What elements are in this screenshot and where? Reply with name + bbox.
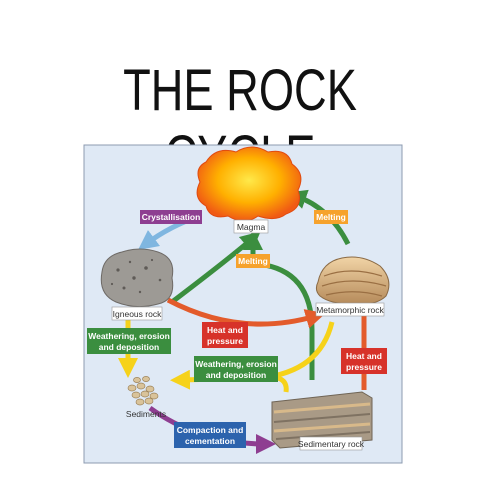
crystallisation-label: Crystallisation — [142, 212, 201, 222]
crystallisation-box — [140, 210, 202, 224]
sedimentary-label: Sedimentary rock — [298, 439, 365, 449]
sedimentary-label-box — [299, 436, 363, 451]
weathering-center-label-2: and deposition — [206, 370, 266, 380]
heat-right-label-1: Heat and — [346, 351, 382, 361]
weathering-left-label-2: and deposition — [99, 342, 159, 352]
igneous-rock — [100, 248, 174, 308]
sediments-pile — [127, 376, 159, 406]
weathering-center-label-1: Weathering, erosion — [195, 359, 277, 369]
melting-center-box — [236, 254, 270, 268]
melting-right-label: Melting — [316, 212, 346, 222]
sedimentary-rock — [271, 391, 373, 449]
igneous-texture — [110, 258, 162, 294]
compaction-label-2: cementation — [185, 436, 235, 446]
magma-blob — [196, 146, 302, 222]
compaction-box — [174, 422, 246, 448]
weathering-left-label-1: Weathering, erosion — [88, 331, 170, 341]
weathering-left-box — [87, 328, 171, 354]
sediments-label: Sediments — [126, 409, 166, 419]
heat-right-box — [341, 348, 387, 374]
igneous-label-box — [111, 306, 163, 321]
igneous-label: Igneous rock — [113, 309, 162, 319]
metamorphic-bands — [321, 270, 387, 297]
magma-label: Magma — [237, 222, 266, 232]
heat-center-label-1: Heat and — [207, 325, 243, 335]
metamorphic-label-box — [315, 302, 385, 317]
compaction-label-1: Compaction and — [177, 425, 244, 435]
melting-center-label: Melting — [238, 256, 268, 266]
melting-right-box — [314, 210, 348, 224]
heat-right-label-2: pressure — [346, 362, 382, 372]
magma-label-box — [233, 219, 269, 234]
heat-center-label-2: pressure — [207, 336, 243, 346]
metamorphic-label: Metamorphic rock — [316, 305, 384, 315]
weathering-center-box — [194, 356, 278, 382]
heat-center-box — [202, 322, 248, 348]
